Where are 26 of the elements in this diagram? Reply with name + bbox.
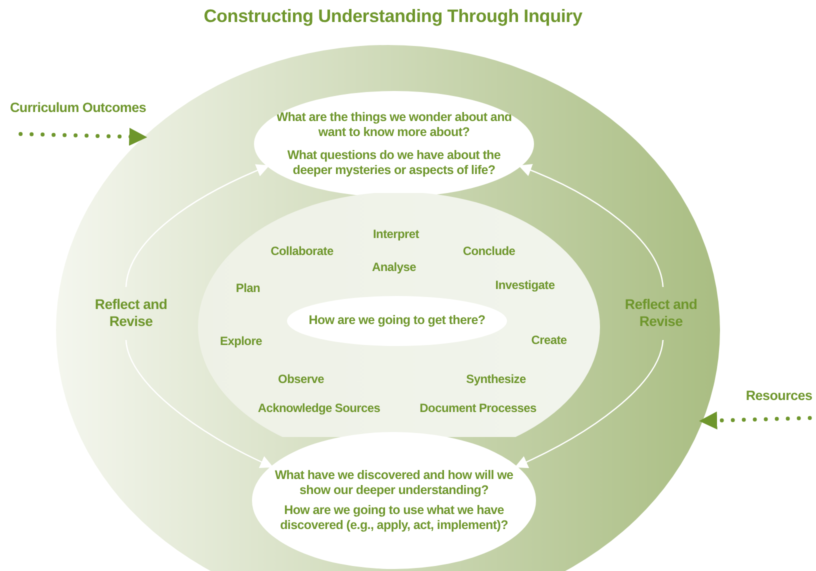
process-word: Acknowledge Sources [258, 401, 380, 415]
diagram-title: Constructing Understanding Through Inquiry [202, 6, 584, 27]
process-word: Analyse [372, 260, 416, 274]
process-word: Create [531, 333, 567, 347]
question-text: What are the things we wonder about and want to know more about? [275, 110, 513, 140]
dotted-arrow [18, 128, 148, 146]
node-label: Curriculum Outcomes [10, 100, 146, 116]
question-text: What questions do we have about the deeper mysteries or aspects of life? [286, 148, 502, 178]
process-word: Document Processes [420, 401, 536, 415]
edge-label: Reflect and Revise [624, 296, 698, 330]
process-word: Conclude [462, 244, 516, 258]
curved-arrow [514, 164, 664, 468]
dotted-arrow [699, 412, 812, 430]
question-text: What have we discovered and how will we show our deeper understanding? [274, 468, 514, 498]
edge-label: Reflect and Revise [94, 296, 168, 330]
process-word: Observe [278, 372, 324, 386]
process-word: Explore [220, 334, 262, 348]
node-label: Resources [746, 388, 812, 404]
question-text: How are we going to use what we have discovered (e.g., apply, act, implement)? [279, 502, 509, 533]
process-word: Synthesize [466, 372, 526, 386]
process-word: Interpret [373, 227, 419, 241]
process-word: Plan [236, 281, 260, 295]
process-word: Collaborate [270, 244, 334, 258]
question-text: How are we going to get there? [308, 313, 486, 329]
curved-arrow [125, 164, 274, 468]
process-word: Investigate [495, 278, 555, 292]
